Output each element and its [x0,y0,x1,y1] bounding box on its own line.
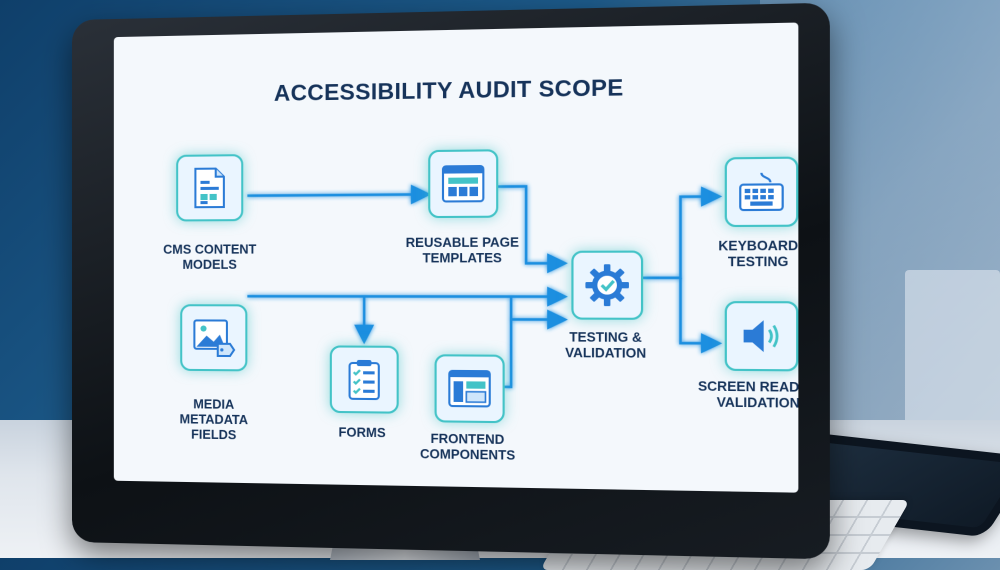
clipboard-checklist-icon [341,357,387,403]
monitor: ACCESSIBILITY AUDIT SCOPE [72,3,830,560]
browser-template-icon [440,161,487,207]
forms-node [330,345,399,413]
speaker-icon [737,313,786,360]
document-icon [187,165,232,210]
component-layout-icon [446,366,493,412]
cms-content-models-node [176,154,243,221]
testing-validation-label: TESTING &VALIDATION [543,330,668,362]
frontend-components-node [435,354,505,423]
arrow-cms-to-templates [247,194,426,195]
media-metadata-fields-node [180,304,247,371]
monitor-screen: ACCESSIBILITY AUDIT SCOPE [114,23,799,493]
arrow-testing-to-screenreader [680,278,716,344]
keyboard-testing-node [725,157,799,228]
diagram-title: ACCESSIBILITY AUDIT SCOPE [114,71,799,109]
background-shelf [905,270,1000,430]
gear-check-icon [583,262,631,308]
keyboard-icon [737,168,786,215]
screen-reader-validation-node [725,301,799,371]
reusable-page-templates-node [428,149,498,218]
testing-validation-node [571,251,643,320]
image-tag-icon [191,315,236,360]
